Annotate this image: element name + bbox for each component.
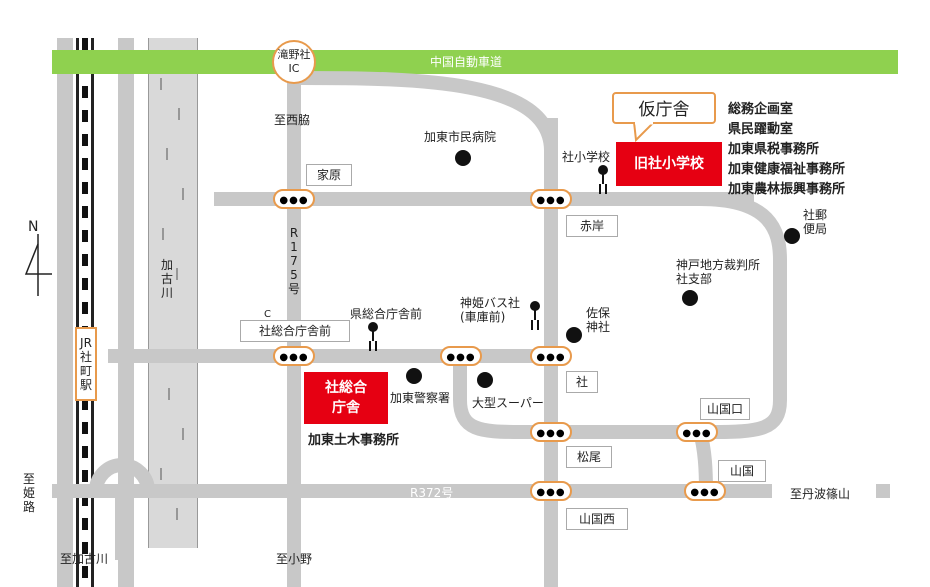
court-label: 神戸地方裁判所社支部 bbox=[676, 258, 760, 286]
supermarket-label: 大型スーパー bbox=[472, 396, 544, 410]
temp-office-list: 総務企画室 県民躍動室 加東県税事務所 加東健康福祉事務所 加東農林振興事務所 bbox=[728, 102, 846, 197]
to-ono: 至小野 bbox=[276, 552, 313, 566]
court-marker bbox=[682, 290, 698, 306]
ic-label: 滝野社 IC bbox=[277, 48, 311, 75]
police-label: 加東警察署 bbox=[390, 391, 451, 405]
bus-stop-shinki-icon bbox=[528, 301, 542, 323]
to-himeji: 至姫路 bbox=[22, 472, 35, 514]
r372 bbox=[52, 484, 772, 498]
signal-mid: ●●● bbox=[440, 346, 482, 366]
road-far-east bbox=[876, 484, 890, 498]
doboku-office-label: 加東土木事務所 bbox=[308, 433, 400, 448]
takino-ic: 滝野社 IC bbox=[272, 40, 316, 84]
station-label: JR社町駅 bbox=[79, 336, 92, 392]
to-nishiwaki: 至西脇 bbox=[274, 113, 311, 127]
signal-sogochosha-mae: ●●● bbox=[273, 346, 315, 366]
kakogawa-river bbox=[148, 38, 198, 548]
callout-pointer bbox=[632, 122, 656, 142]
old-yashiro-school: 旧社小学校 bbox=[616, 142, 722, 186]
saho-marker bbox=[566, 327, 582, 343]
saho-label: 佐保神社 bbox=[586, 306, 614, 334]
bus-stop-school-icon bbox=[596, 165, 610, 187]
signal-r372: ●●● bbox=[530, 481, 572, 501]
road-yabara-akagishi bbox=[214, 192, 754, 206]
bus-school-label: 社小学校 bbox=[562, 150, 611, 164]
intersection-yashiro: 社 bbox=[566, 371, 598, 393]
bus-shinki-label: 神姫バス社(車庫前) bbox=[460, 296, 532, 324]
signal-yabara: ●●● bbox=[273, 189, 315, 209]
jr-track bbox=[76, 38, 94, 587]
bus-stop-pref-icon bbox=[366, 322, 380, 344]
saho-label-text: 佐保神社 bbox=[586, 306, 611, 334]
expressway bbox=[52, 50, 898, 74]
intersection-matsuo: 松尾 bbox=[566, 446, 612, 468]
bus-pref-label: 県総合庁舎前 bbox=[350, 307, 423, 321]
hospital-label: 加東市民病院 bbox=[424, 130, 497, 144]
intersection-yamakuninishi: 山国西 bbox=[566, 508, 628, 530]
hospital-marker bbox=[455, 150, 471, 166]
signal-yamakuniguchi: ●●● bbox=[676, 422, 718, 442]
post-label: 社郵便局 bbox=[802, 208, 828, 236]
temp-office-callout-text: 仮庁舎 bbox=[638, 100, 690, 120]
jr-station: JR社町駅 bbox=[75, 327, 97, 401]
to-kakogawa: 至加古川 bbox=[60, 552, 109, 566]
signal-akagishi: ●●● bbox=[530, 189, 572, 209]
road-west-2 bbox=[118, 38, 134, 587]
road-west-edge bbox=[57, 38, 73, 587]
court-label-text: 神戸地方裁判所社支部 bbox=[676, 258, 761, 286]
temp-office-callout: 仮庁舎 bbox=[612, 92, 716, 124]
intersection-akagishi: 赤岸 bbox=[566, 215, 618, 237]
post-marker bbox=[784, 228, 800, 244]
intersection-sogochosha-mae: 社総合庁舎前 bbox=[240, 320, 350, 342]
expressway-label: 中国自動車道 bbox=[430, 55, 503, 69]
post-label-text: 社郵便局 bbox=[802, 208, 827, 236]
to-sasayama: 至丹波篠山 bbox=[790, 487, 851, 501]
north-arrow-icon bbox=[24, 234, 52, 296]
r372-label: R372号 bbox=[410, 486, 454, 500]
r175-label: R175号 bbox=[287, 226, 300, 296]
north-label: N bbox=[28, 219, 39, 235]
intersection-yamakuni: 山国 bbox=[718, 460, 766, 482]
signal-yashiro: ●●● bbox=[530, 346, 572, 366]
c-mark: C bbox=[264, 309, 271, 320]
intersection-yabara: 家原 bbox=[306, 164, 352, 186]
bus-shinki-label-text: 神姫バス社(車庫前) bbox=[460, 296, 521, 324]
police-marker bbox=[406, 368, 422, 384]
signal-matsuo: ●●● bbox=[530, 422, 572, 442]
signal-yamakuni: ●●● bbox=[684, 481, 726, 501]
supermarket-marker bbox=[477, 372, 493, 388]
river-label: 加古川 bbox=[160, 258, 173, 300]
intersection-yamakuniguchi: 山国口 bbox=[700, 398, 750, 420]
yashiro-sogo-chosha: 社総合 庁舎 bbox=[304, 372, 388, 424]
